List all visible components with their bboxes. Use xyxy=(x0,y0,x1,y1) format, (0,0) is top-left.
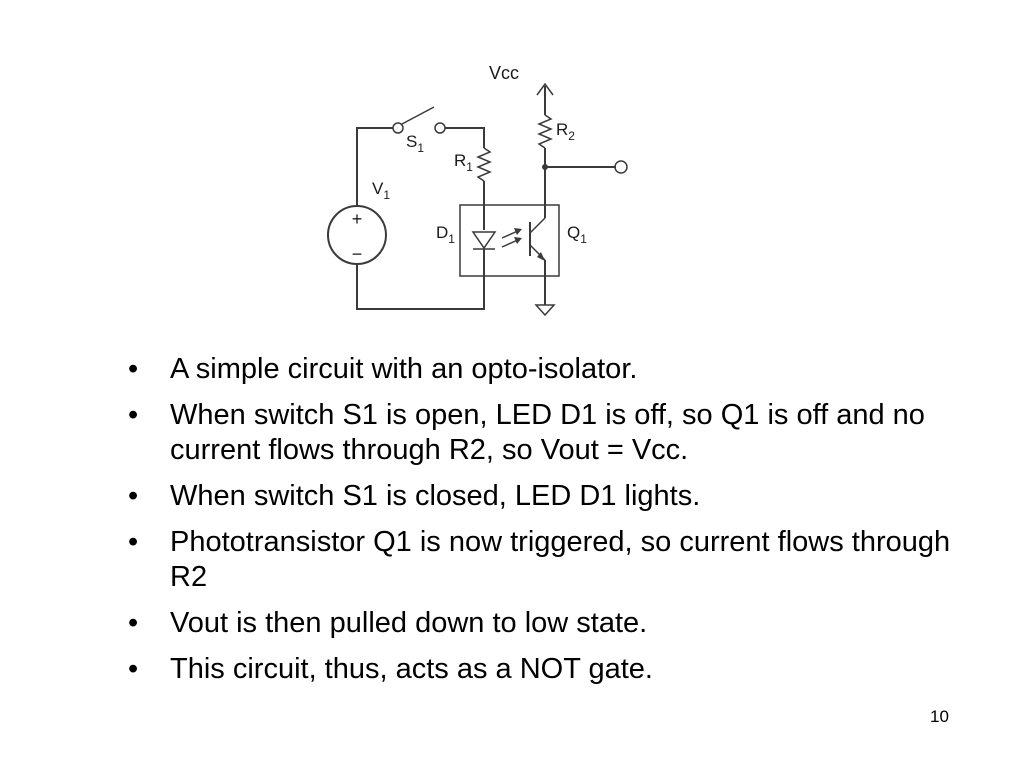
opto-isolator-package xyxy=(459,204,560,277)
bullet-item: When switch S1 is closed, LED D1 lights. xyxy=(128,479,978,514)
bullet-item: When switch S1 is open, LED D1 is off, s… xyxy=(128,398,978,468)
r1-label: R1 xyxy=(454,151,473,174)
d1-label: D1 xyxy=(436,223,455,246)
wire-v1-top xyxy=(356,127,393,206)
output-terminal xyxy=(614,160,628,174)
s1-label: S1 xyxy=(406,132,424,155)
vcc-label: Vcc xyxy=(489,63,519,83)
page-number: 10 xyxy=(930,707,949,726)
led-d1 xyxy=(471,231,497,256)
r2-label: R2 xyxy=(556,120,575,143)
phototransistor-q1 xyxy=(529,217,546,261)
resistor-r2 xyxy=(537,114,553,149)
q1-label: Q1 xyxy=(567,223,587,246)
bullet-item: This circuit, thus, acts as a NOT gate. xyxy=(128,652,978,687)
light-arrows xyxy=(501,228,522,248)
bullet-item: Phototransistor Q1 is now triggered, so … xyxy=(128,525,978,595)
ground-icon xyxy=(534,304,556,317)
plus-sign: + xyxy=(352,209,363,229)
v1-label: V1 xyxy=(372,179,390,202)
minus-sign: − xyxy=(352,244,363,264)
wire-s1-r1 xyxy=(445,127,485,148)
bullet-list: A simple circuit with an opto-isolator. … xyxy=(128,352,978,698)
vcc-arrow-icon xyxy=(536,82,554,96)
wire-v1-bottom xyxy=(356,250,485,310)
bullet-item: A simple circuit with an opto-isolator. xyxy=(128,352,978,387)
voltage-source-v1: + − xyxy=(327,205,387,265)
switch-s1 xyxy=(392,106,446,134)
resistor-r1 xyxy=(476,147,492,182)
bullet-item: Vout is then pulled down to low state. xyxy=(128,606,978,641)
circuit-diagram: + − V1 S1 R1 D1 xyxy=(327,63,628,317)
